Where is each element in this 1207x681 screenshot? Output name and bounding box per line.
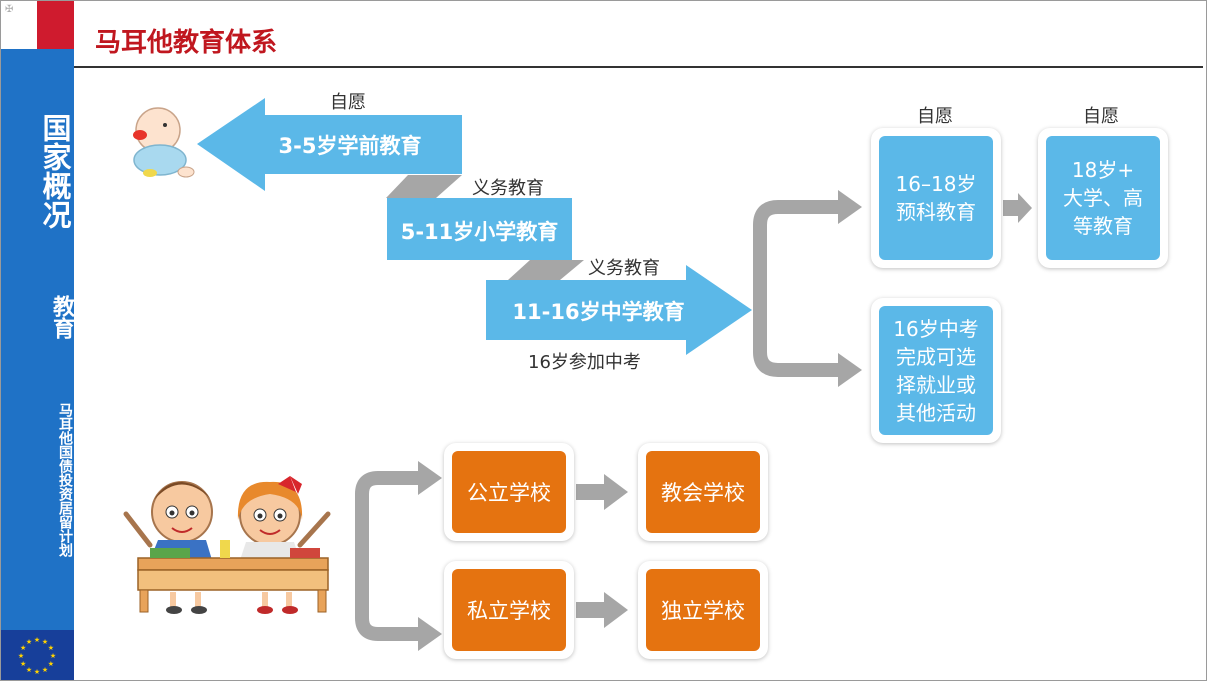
svg-text:★: ★	[48, 660, 54, 668]
svg-text:★: ★	[26, 666, 32, 674]
secondary-note: 义务教育	[588, 258, 660, 279]
work-text: 16岁中考 完成可选 择就业或 其他活动	[879, 306, 993, 435]
arrow-public-church	[576, 474, 628, 510]
eu-flag: ★★★★★★★★★★★★	[1, 630, 74, 680]
svg-text:★: ★	[20, 660, 26, 668]
arrow-private-independent	[576, 592, 628, 628]
preschool-label: 3-5岁学前教育	[278, 134, 422, 158]
sixthform-card: 16–18岁 预科教育	[871, 128, 1001, 268]
private-school-card: 私立学校	[444, 561, 574, 659]
svg-text:★: ★	[50, 652, 56, 660]
secondary-below-note: 16岁参加中考	[528, 352, 641, 373]
svg-text:★: ★	[48, 644, 54, 652]
branch-arrow-top	[838, 190, 862, 224]
secondary-label: 11-16岁中学教育	[512, 300, 685, 324]
connector-primary-secondary	[508, 260, 584, 280]
connector-pre-primary	[386, 175, 462, 198]
sidebar-program: 马耳他国债投资居留计划	[57, 403, 73, 557]
work-card: 16岁中考 完成可选 择就业或 其他活动	[871, 298, 1001, 443]
kids-illustration	[123, 476, 331, 614]
eu-stars-icon: ★★★★★★★★★★★★	[18, 636, 56, 676]
independent-school-text: 独立学校	[646, 569, 760, 651]
svg-text:★: ★	[34, 636, 40, 644]
church-school-card: 教会学校	[638, 443, 768, 541]
sidebar: ✠ 国家概况 教育 马耳他国债投资居留计划 ★★★★★★★★★★★★	[1, 1, 74, 680]
svg-text:★: ★	[18, 652, 24, 660]
public-school-text: 公立学校	[452, 451, 566, 533]
preschool-note: 自愿	[330, 92, 366, 113]
university-text: 18岁+ 大学、高 等教育	[1046, 136, 1160, 260]
svg-text:★: ★	[26, 638, 32, 646]
george-cross-icon: ✠	[5, 4, 14, 15]
sidebar-subtitle: 教育	[49, 295, 74, 339]
church-school-text: 教会学校	[646, 451, 760, 533]
sidebar-title: 国家概况	[38, 113, 72, 229]
header-divider	[74, 66, 1203, 68]
primary-label: 5-11岁小学教育	[400, 220, 559, 244]
public-school-card: 公立学校	[444, 443, 574, 541]
baby-illustration	[133, 107, 195, 178]
independent-school-card: 独立学校	[638, 561, 768, 659]
svg-text:★: ★	[34, 668, 40, 676]
svg-text:★: ★	[42, 666, 48, 674]
arrow-sixthform-university	[1003, 193, 1032, 223]
sixthform-text: 16–18岁 预科教育	[879, 136, 993, 260]
school-bracket	[355, 471, 420, 641]
primary-note: 义务教育	[472, 178, 544, 199]
secondary-arrow	[486, 265, 752, 355]
svg-text:★: ★	[42, 638, 48, 646]
university-note: 自愿	[1083, 106, 1119, 127]
school-arrow-bottom	[418, 617, 442, 651]
page-title: 马耳他教育体系	[95, 28, 278, 58]
university-card: 18岁+ 大学、高 等教育	[1038, 128, 1168, 268]
branch-bracket	[753, 200, 840, 377]
preschool-arrow	[197, 98, 462, 191]
school-arrow-top	[418, 461, 442, 495]
branch-arrow-bottom	[838, 353, 862, 387]
private-school-text: 私立学校	[452, 569, 566, 651]
malta-flag: ✠	[1, 1, 74, 49]
sixthform-note: 自愿	[917, 106, 953, 127]
primary-box	[387, 198, 572, 260]
svg-text:★: ★	[20, 644, 26, 652]
